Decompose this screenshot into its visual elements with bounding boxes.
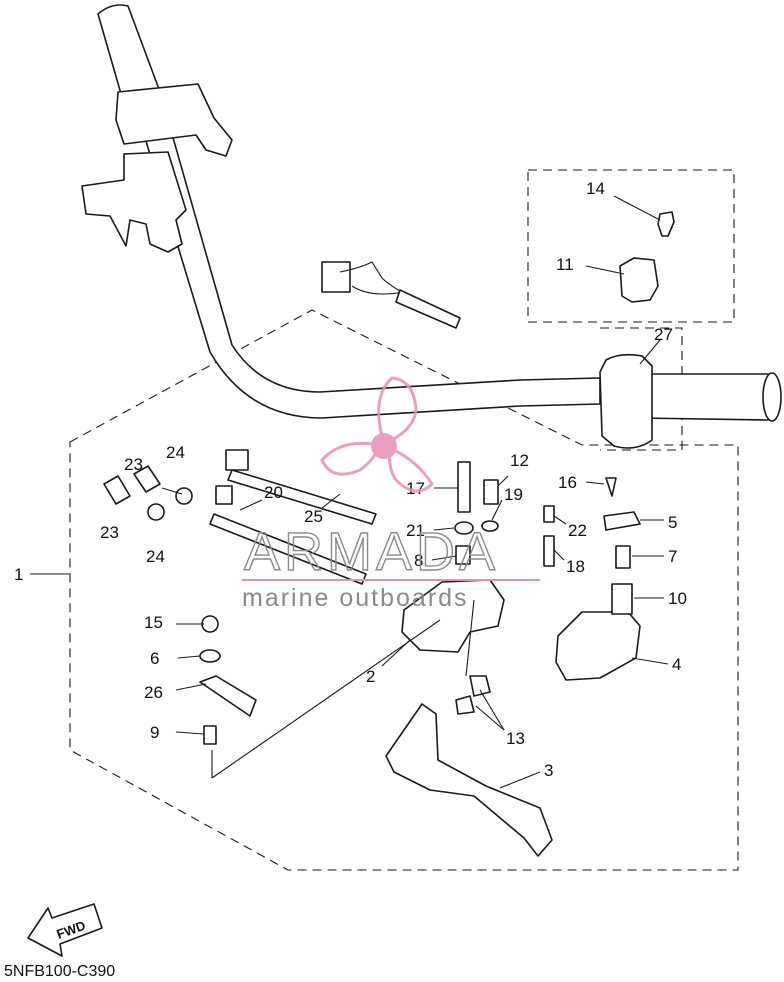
lever-nut <box>455 695 475 715</box>
callout-16: 16 <box>558 473 577 492</box>
handlebar <box>81 4 782 422</box>
callout-11: 11 <box>556 255 574 274</box>
collar-8 <box>455 545 471 565</box>
callout-1: 1 <box>14 565 23 584</box>
washer-19 <box>481 520 499 532</box>
leader-lines <box>30 195 669 789</box>
callout-14: 14 <box>586 179 605 198</box>
plate-5 <box>603 511 641 531</box>
callout-6: 6 <box>150 649 159 668</box>
callout-5: 5 <box>668 513 677 532</box>
adjuster-bolt-upper <box>133 465 161 493</box>
housing-cap <box>619 257 659 303</box>
propeller-hub <box>371 433 397 459</box>
washer-24-lower <box>147 503 165 521</box>
callout-12: 12 <box>510 451 529 470</box>
callout-15: 15 <box>144 613 163 632</box>
callout-25: 25 <box>304 507 323 526</box>
perch <box>555 611 641 681</box>
callout-13: 13 <box>506 729 525 748</box>
right-throttle-grip <box>639 373 776 421</box>
throttle-housing <box>599 353 653 449</box>
pin-22 <box>543 505 555 523</box>
screw-15 <box>201 615 219 633</box>
callout-17: 17 <box>406 479 425 498</box>
callout-7: 7 <box>668 547 677 566</box>
fwd-arrow: FWD <box>27 903 103 957</box>
bolt-12 <box>483 479 499 505</box>
callout-2: 2 <box>366 667 375 686</box>
callout-23-lower: 23 <box>100 523 119 542</box>
callout-9: 9 <box>150 723 159 742</box>
bolt-17 <box>457 461 471 513</box>
callout-24-upper: 24 <box>166 443 185 462</box>
washer-6 <box>199 649 221 663</box>
callout-21: 21 <box>406 521 425 540</box>
switch-wire <box>321 261 461 329</box>
propeller-logo-icon <box>320 376 434 493</box>
callout-18: 18 <box>566 557 585 576</box>
pin-18 <box>543 535 555 567</box>
clutch-lever <box>385 703 553 857</box>
callout-10: 10 <box>668 589 687 608</box>
washer-21 <box>454 521 474 535</box>
right-grip-end <box>762 372 782 422</box>
cables <box>209 449 377 585</box>
callout-24-lower: 24 <box>146 547 165 566</box>
callout-labels: 1 2 3 4 5 6 7 8 9 10 11 12 13 14 15 16 1… <box>14 179 687 780</box>
switch-26 <box>199 675 257 717</box>
drawing-code: 5NFB100-C390 <box>4 963 115 980</box>
lever-bracket-group <box>385 579 641 857</box>
cable-20 <box>209 513 367 585</box>
callout-23-upper: 23 <box>124 455 143 474</box>
propeller-blade-right <box>388 448 434 493</box>
cable-20-boot <box>215 485 233 505</box>
hardware <box>103 461 641 745</box>
screw-16 <box>605 477 617 497</box>
callout-8: 8 <box>414 551 423 570</box>
propeller-blade-top <box>377 376 418 442</box>
wire-sleeve <box>395 289 461 329</box>
pin-7 <box>615 545 631 569</box>
callout-26: 26 <box>144 683 163 702</box>
callout-4: 4 <box>672 655 681 674</box>
callout-22: 22 <box>568 521 587 540</box>
callout-20: 20 <box>264 483 283 502</box>
cable-25 <box>227 469 377 525</box>
wire-connector <box>321 261 351 293</box>
handlebar-holder <box>81 151 187 253</box>
fwd-arrow-icon <box>27 903 103 957</box>
cap-screw <box>657 211 675 237</box>
cable-25-connector <box>225 449 249 471</box>
watermark: ARMADA marine outboards <box>242 376 540 612</box>
watermark-brand: ARMADA <box>244 522 499 582</box>
spring-9 <box>203 725 217 745</box>
handlebar-tube <box>141 119 601 419</box>
propeller-blade-left <box>320 441 380 476</box>
switch-housing-group <box>599 211 675 449</box>
callout-3: 3 <box>544 761 553 780</box>
washer-24-upper <box>175 487 193 505</box>
watermark-tagline: marine outboards <box>242 584 469 612</box>
main-assembly-boundary <box>69 309 739 871</box>
callout-19: 19 <box>504 485 523 504</box>
handlebar-clamp <box>115 83 233 157</box>
adjuster-bolt-lower <box>103 475 131 505</box>
spring-10 <box>611 583 633 615</box>
lever-bushing <box>469 675 491 697</box>
callout-27: 27 <box>654 325 673 344</box>
